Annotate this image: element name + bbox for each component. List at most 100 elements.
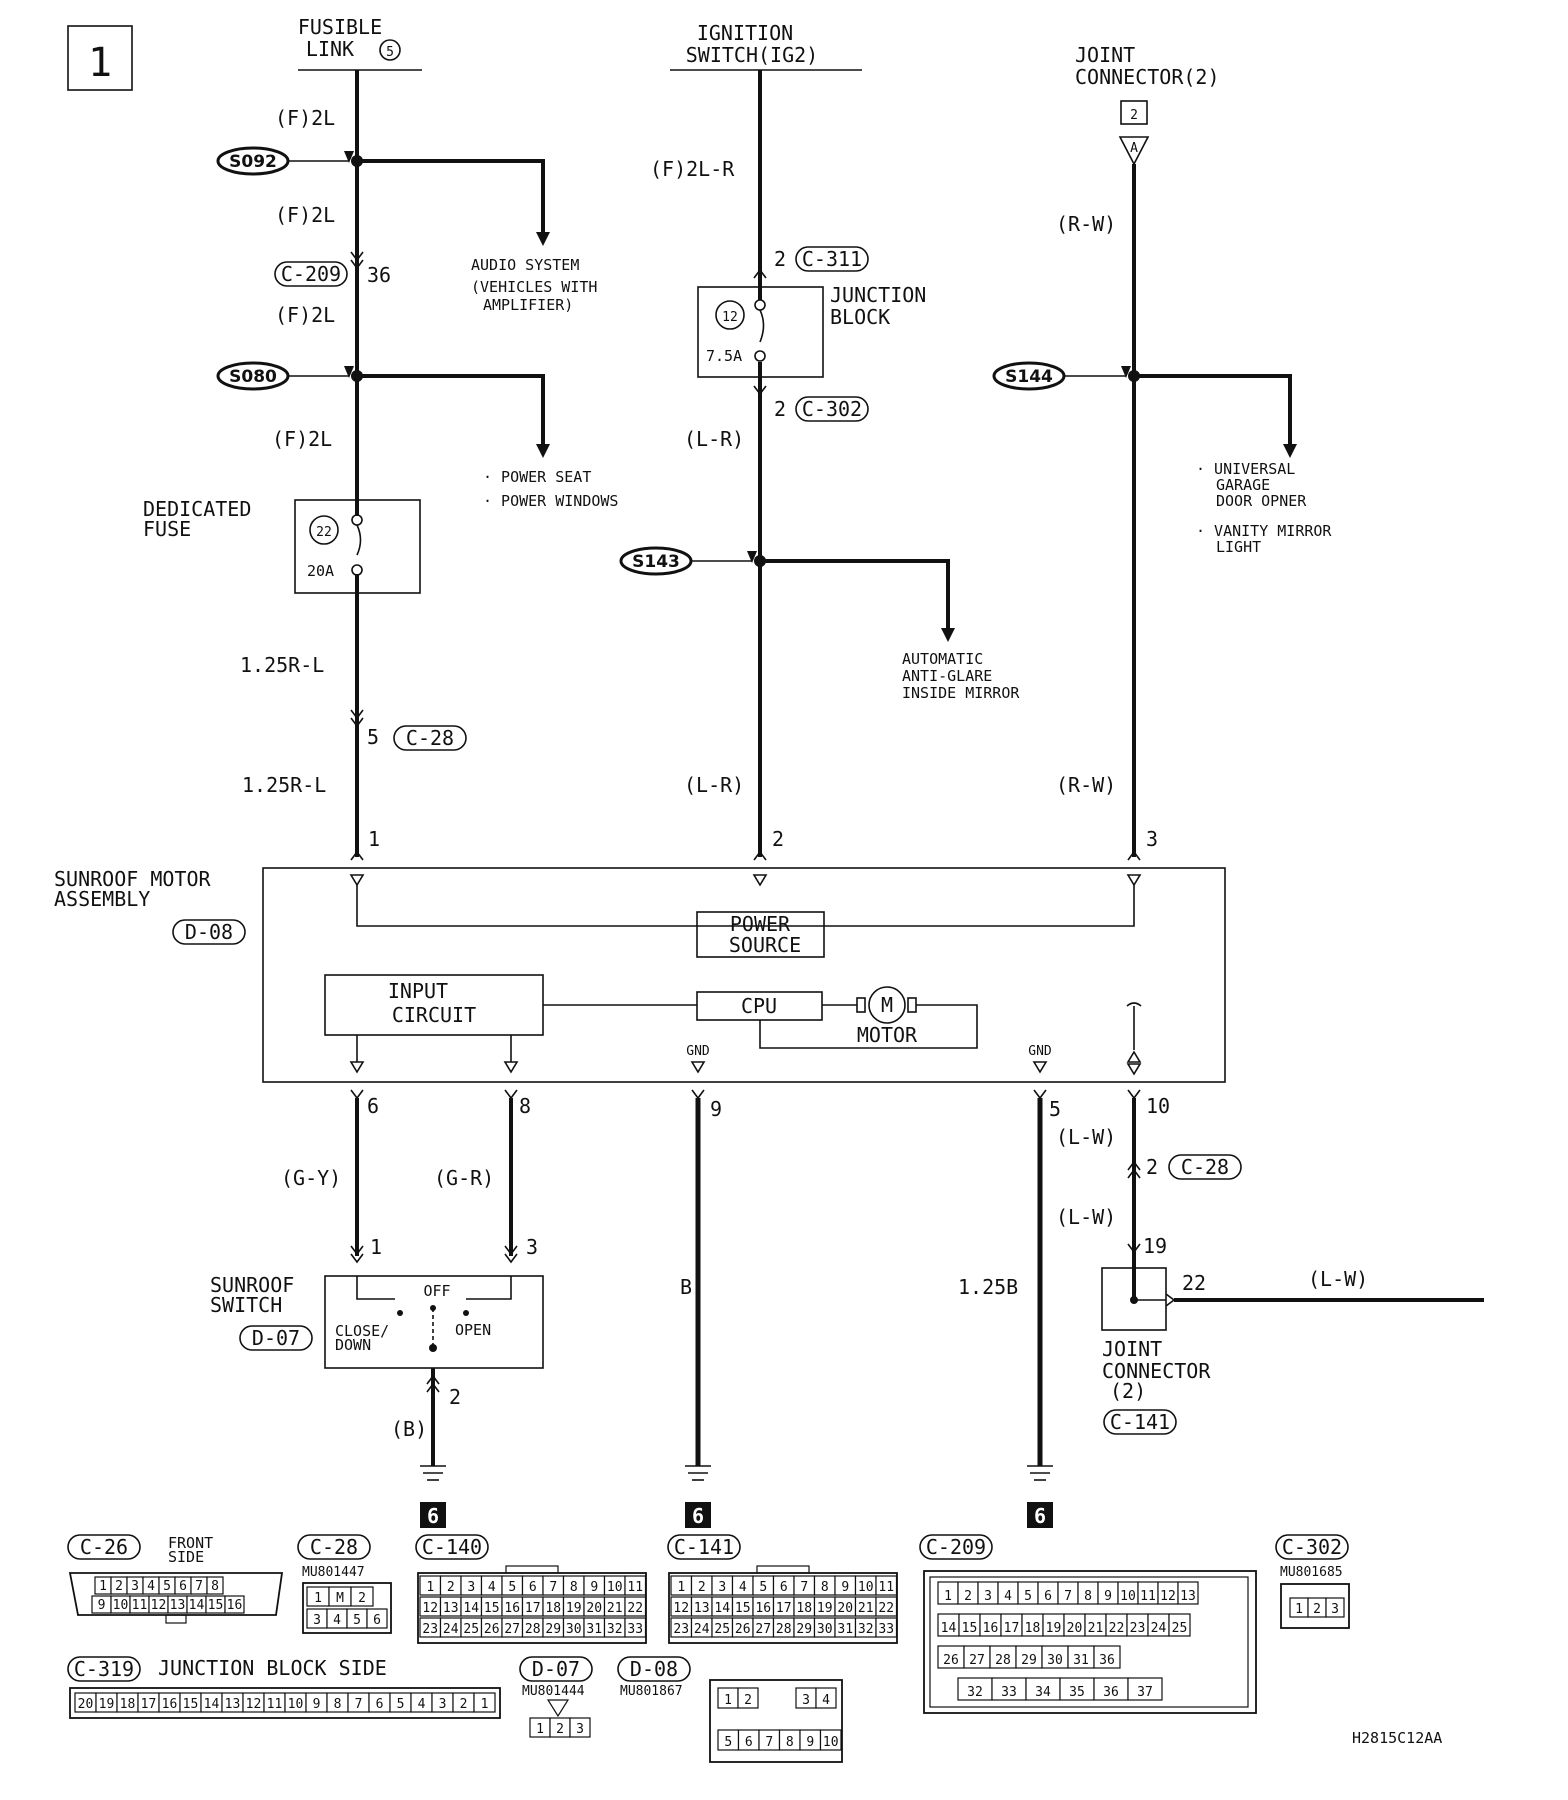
conn-pin: 31 bbox=[586, 1622, 602, 1637]
conn-pin: 8 bbox=[570, 1580, 578, 1595]
conn-c302-tag bbox=[795, 396, 869, 422]
conn-d08-part: MU801867 bbox=[620, 1684, 683, 1699]
conn-pin: 2 bbox=[1313, 1602, 1321, 1617]
conn-pin: 18 bbox=[796, 1601, 812, 1616]
ground-ref-1: 6 bbox=[427, 1504, 439, 1528]
power-source-1: POWER bbox=[730, 912, 791, 936]
conn-pin: 15 bbox=[484, 1601, 500, 1616]
conn-pin: 1 bbox=[677, 1580, 685, 1595]
page-number: 1 bbox=[88, 40, 112, 86]
wire-label-125b: 1.25B bbox=[958, 1275, 1018, 1299]
conn-pin: 4 bbox=[147, 1579, 155, 1594]
branch-mirror-1: AUTOMATIC bbox=[902, 650, 983, 668]
conn-pin: 20 bbox=[1067, 1621, 1083, 1636]
conn-pin: 5 bbox=[397, 1697, 405, 1712]
conn-pin: 3 bbox=[439, 1697, 447, 1712]
conn-pin: 12 bbox=[151, 1598, 167, 1613]
ignition-title-1: IGNITION bbox=[697, 21, 793, 45]
conn-pin: 9 bbox=[98, 1598, 106, 1613]
conn-pin: 33 bbox=[878, 1622, 894, 1637]
junction-fuse-number: 12 bbox=[722, 310, 738, 325]
dedicated-fuse-rating: 20A bbox=[307, 562, 334, 580]
wire-label-lw-1: (L-W) bbox=[1056, 1125, 1116, 1149]
conn-pin: 13 bbox=[170, 1598, 186, 1613]
conn-c311-tag bbox=[795, 246, 869, 272]
conn-pin: 1 bbox=[1295, 1602, 1303, 1617]
switch-down-label: DOWN bbox=[335, 1336, 371, 1354]
conn-pin: 10 bbox=[113, 1598, 129, 1613]
branch-garage-3: DOOR OPNER bbox=[1216, 492, 1307, 510]
ground-symbol-1: 6 bbox=[420, 1465, 446, 1528]
conn-pin: 12 bbox=[422, 1601, 438, 1616]
conn-pin: 9 bbox=[841, 1580, 849, 1595]
conn-pin: 12 bbox=[246, 1697, 262, 1712]
conn-pin: 11 bbox=[627, 1580, 643, 1595]
conn-pin: 18 bbox=[120, 1697, 136, 1712]
gnd-label-9: GND bbox=[686, 1044, 710, 1059]
wire-label-rl-2: 1.25R-L bbox=[242, 773, 326, 797]
conn-pin: 22 bbox=[627, 1601, 643, 1616]
dedicated-fuse-number: 22 bbox=[316, 525, 332, 540]
conn-pin: 8 bbox=[211, 1579, 219, 1594]
conn-pin: 17 bbox=[776, 1601, 792, 1616]
conn-d08-tag bbox=[172, 919, 246, 945]
conn-pin: 3 bbox=[802, 1693, 810, 1708]
conn-pin: 1 bbox=[426, 1580, 434, 1595]
conn-pin: 6 bbox=[780, 1580, 788, 1595]
conn-pin: 23 bbox=[422, 1622, 438, 1637]
conn-pin: 1 bbox=[536, 1722, 544, 1737]
conn-pin: 4 bbox=[488, 1580, 496, 1595]
conn-view-id: C-209 bbox=[926, 1535, 986, 1559]
conn-pin: 14 bbox=[204, 1697, 220, 1712]
conn-pin: 3 bbox=[984, 1589, 992, 1604]
conn-c209-pin: 36 bbox=[367, 263, 391, 287]
conn-pin: 20 bbox=[78, 1697, 94, 1712]
wire-label-lr-1: (L-R) bbox=[684, 427, 744, 451]
conn-c26-note-2: SIDE bbox=[168, 1548, 204, 1566]
motor-pin-6: 6 bbox=[367, 1094, 379, 1118]
conn-pin: 29 bbox=[545, 1622, 561, 1637]
conn-pin: 13 bbox=[694, 1601, 710, 1616]
branch-garage-4: · VANITY MIRROR bbox=[1196, 522, 1332, 540]
joint-pin-19: 19 bbox=[1143, 1234, 1167, 1258]
conn-pin: 10 bbox=[1120, 1589, 1136, 1604]
conn-pin: 37 bbox=[1137, 1685, 1153, 1700]
switch-close-label: CLOSE/ bbox=[335, 1322, 389, 1340]
conn-pin: 2 bbox=[556, 1722, 564, 1737]
fusible-link-number: 5 bbox=[386, 45, 394, 60]
conn-pin: 5 bbox=[163, 1579, 171, 1594]
conn-c28a-pin: 5 bbox=[367, 725, 379, 749]
conn-pin: 17 bbox=[525, 1601, 541, 1616]
conn-pin: 6 bbox=[529, 1580, 537, 1595]
branch-power-1: · POWER SEAT bbox=[483, 468, 591, 486]
ground-symbol-2: 6 bbox=[685, 1465, 711, 1528]
conn-pin: 1 bbox=[724, 1693, 732, 1708]
conn-pin: 11 bbox=[878, 1580, 894, 1595]
conn-c28b-label: C-28 bbox=[1181, 1155, 1229, 1179]
conn-pin: 15 bbox=[962, 1621, 978, 1636]
dedicated-fuse-title-2: FUSE bbox=[143, 517, 191, 541]
conn-pin: 18 bbox=[1025, 1621, 1041, 1636]
junction-block-title-1: JUNCTION bbox=[830, 283, 926, 307]
conn-pin: 10 bbox=[288, 1697, 304, 1712]
conn-pin: 24 bbox=[694, 1622, 710, 1637]
conn-pin: 28 bbox=[995, 1653, 1011, 1668]
conn-pin: 14 bbox=[941, 1621, 957, 1636]
motor-pin-10: 10 bbox=[1146, 1094, 1170, 1118]
ignition-switch-source: IGNITION SWITCH(IG2) bbox=[670, 21, 862, 71]
branch-garage-1: · UNIVERSAL bbox=[1196, 460, 1295, 478]
conn-c28b-tag bbox=[1168, 1154, 1242, 1180]
conn-c141-label: C-141 bbox=[1110, 1410, 1170, 1434]
conn-pin: M bbox=[336, 1591, 344, 1606]
conn-pin: 24 bbox=[443, 1622, 459, 1637]
conn-pin: 3 bbox=[313, 1613, 321, 1628]
